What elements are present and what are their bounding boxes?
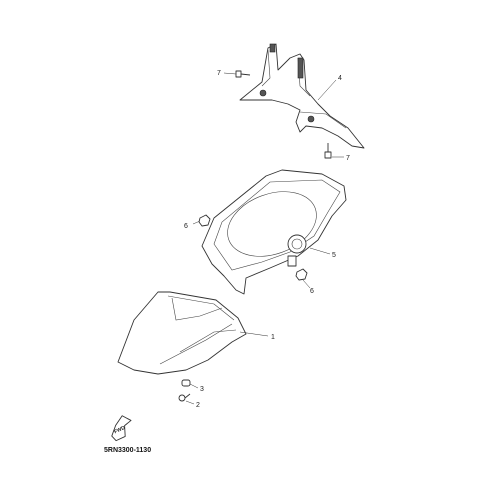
fwd-arrow-icon: FWD	[111, 415, 132, 442]
callout-5: 5	[332, 252, 336, 259]
callout-6-right: 6	[310, 288, 314, 295]
part-1-front-cover	[117, 291, 247, 375]
callout-7-lower: 7	[346, 155, 350, 162]
callout-4: 4	[338, 75, 342, 82]
part-7-screw-lower	[324, 143, 344, 159]
part-6-nut-right	[295, 268, 311, 289]
part-7-screw-upper	[223, 70, 251, 78]
callout-1: 1	[271, 334, 275, 341]
part-6-nut-left	[192, 214, 211, 227]
callout-3: 3	[200, 386, 204, 393]
callout-6-left: 6	[184, 223, 188, 230]
fwd-label: FWD	[113, 425, 126, 435]
part-code: 5RN3300-1130	[104, 447, 151, 454]
callout-2: 2	[196, 402, 200, 409]
part-2-screw	[178, 393, 195, 405]
part-3-grommet	[181, 379, 199, 389]
part-4-rear-bracket	[239, 43, 365, 149]
callout-7-upper: 7	[217, 70, 221, 77]
part-5-inner-panel	[201, 169, 347, 295]
